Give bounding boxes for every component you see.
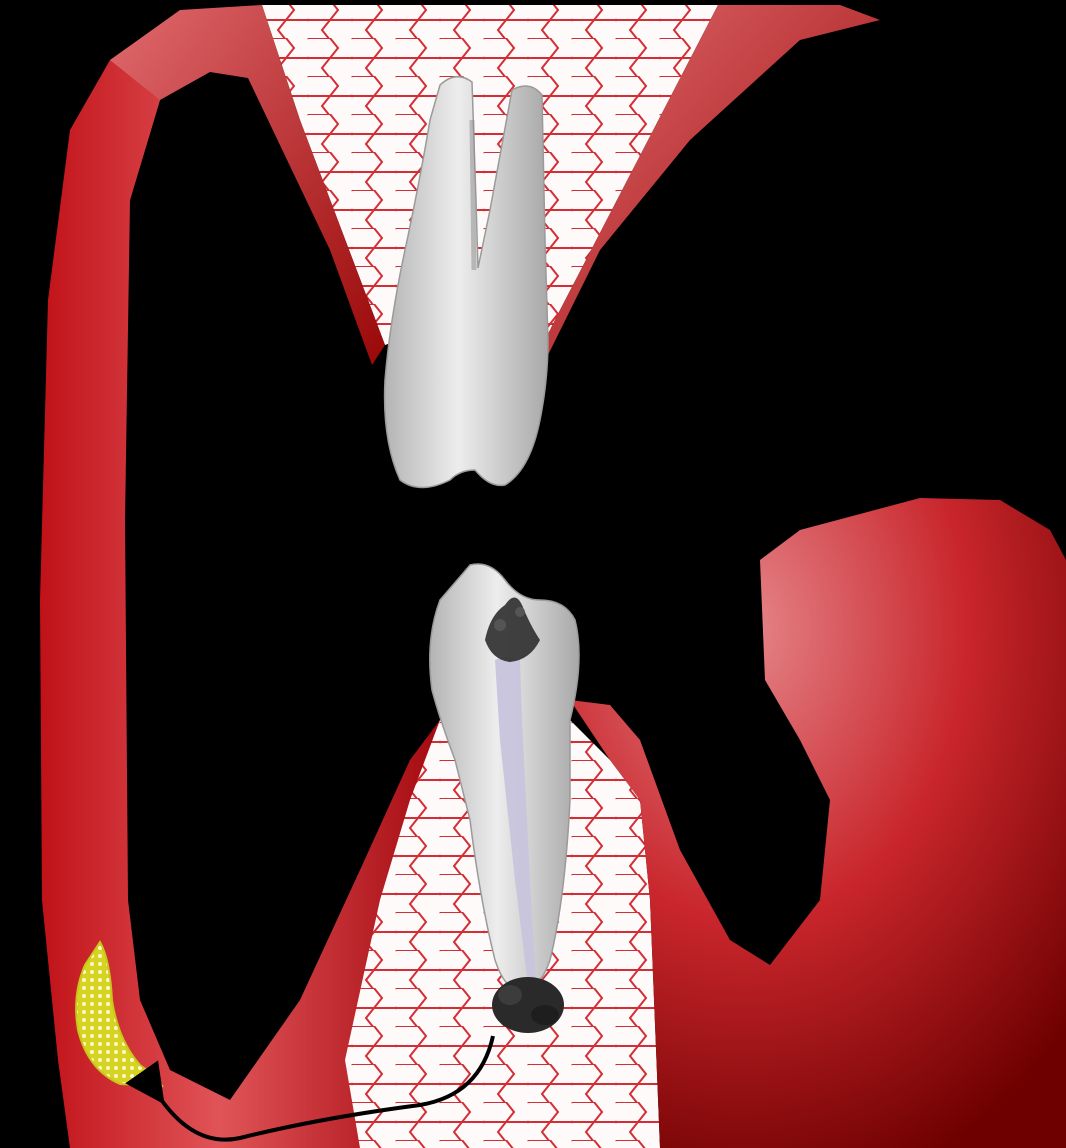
periapical-lesion <box>492 977 564 1033</box>
